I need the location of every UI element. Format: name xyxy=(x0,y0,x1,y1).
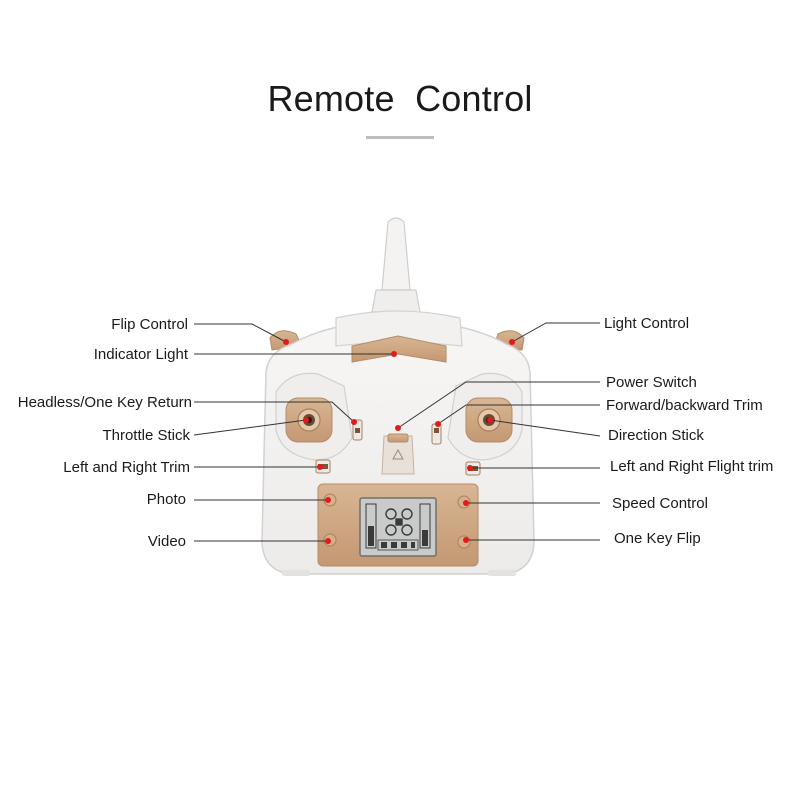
leader-light-control xyxy=(511,322,600,343)
pointer-dot xyxy=(303,417,309,423)
pointer-dot xyxy=(487,417,493,423)
label-light-control: Light Control xyxy=(604,315,690,332)
lcd-screen xyxy=(359,497,437,557)
indicator-light xyxy=(351,335,447,363)
label-power-switch: Power Switch xyxy=(606,374,697,391)
label-video: Video xyxy=(147,533,186,550)
pointer-dot xyxy=(325,497,331,503)
pointer-dot xyxy=(395,425,401,431)
label-throttle-stick: Throttle Stick xyxy=(102,427,190,444)
label-headless-return: Headless/One Key Return xyxy=(17,394,192,411)
pointer-dot xyxy=(463,537,469,543)
label-photo: Photo xyxy=(146,491,186,508)
label-speed-control: Speed Control xyxy=(612,495,708,512)
label-left-right-trim: Left and Right Trim xyxy=(63,459,190,476)
pointer-dot xyxy=(509,339,515,345)
leader-throttle-stick xyxy=(193,419,307,436)
pointer-dot xyxy=(283,339,289,345)
page-title: Remote Control xyxy=(267,78,533,119)
leader-headless-return xyxy=(194,401,355,423)
leader-direction-stick xyxy=(489,419,601,437)
pointer-dot xyxy=(467,465,473,471)
pointer-dot xyxy=(463,500,469,506)
pointer-dot xyxy=(325,538,331,544)
pointer-dot xyxy=(317,464,323,470)
power-switch[interactable] xyxy=(381,433,415,475)
label-forward-backward-trim: Forward/backward Trim xyxy=(606,397,763,414)
antenna xyxy=(371,217,421,313)
power-triangle-icon xyxy=(392,448,404,460)
label-one-key-flip: One Key Flip xyxy=(614,530,701,547)
pointer-dot xyxy=(391,351,397,357)
label-left-right-flight-trim: Left and Right Flight trim xyxy=(610,458,774,475)
title-underline xyxy=(366,136,434,139)
drone-icon xyxy=(385,508,413,536)
leader-power-switch xyxy=(397,381,600,429)
pointer-dot xyxy=(435,421,441,427)
pointer-dot xyxy=(351,419,357,425)
label-indicator-light: Indicator Light xyxy=(93,346,188,363)
label-direction-stick: Direction Stick xyxy=(608,427,704,444)
leader-flip-control xyxy=(194,323,287,343)
forward-backward-trim[interactable] xyxy=(431,423,442,445)
leader-forward-backward-trim xyxy=(437,404,600,425)
label-flip-control: Flip Control xyxy=(111,316,188,333)
